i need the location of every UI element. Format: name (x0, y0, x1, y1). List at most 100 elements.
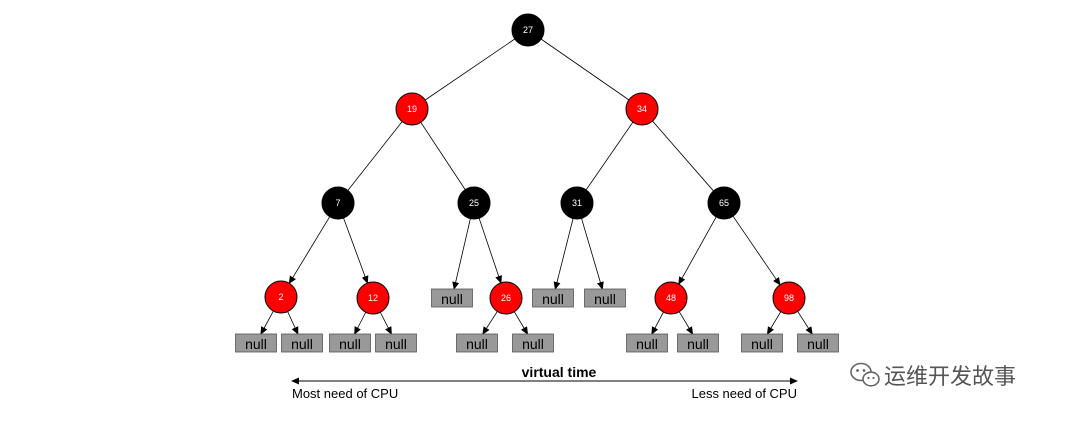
null-leaf: null (375, 333, 417, 353)
null-box (797, 333, 839, 353)
node-label: 34 (637, 104, 647, 114)
node-circle (489, 281, 523, 315)
null-leaf: null (329, 333, 371, 353)
edge-n27-n19 (424, 38, 516, 101)
node-circle (264, 280, 298, 314)
tree-node-98: 98 (772, 281, 806, 315)
edge-n2-null2L (260, 310, 274, 335)
node-circle (457, 186, 491, 220)
edge-n2-null2R (287, 311, 299, 335)
node-label: 98 (784, 293, 794, 303)
node-label: 27 (523, 25, 533, 35)
node-circle (654, 281, 688, 315)
null-box (375, 333, 417, 353)
null-box (235, 333, 277, 353)
edge-n48-null48L (651, 311, 664, 335)
null-leaf: null (456, 333, 498, 353)
null-label: null (751, 336, 773, 352)
null-box (741, 333, 783, 353)
null-leaf: null (584, 288, 626, 308)
null-leaf: null (677, 333, 719, 353)
null-label: null (245, 336, 267, 352)
tree-node-12: 12 (356, 281, 390, 315)
null-label: null (385, 336, 407, 352)
null-leaf: null (235, 333, 277, 353)
node-label: 12 (368, 293, 378, 303)
null-leaf: null (532, 288, 574, 308)
node-circle (560, 186, 594, 220)
null-label: null (542, 291, 564, 307)
axis-left-label: Most need of CPU (292, 386, 398, 401)
null-box (431, 288, 473, 308)
null-label: null (636, 336, 658, 352)
null-box (512, 333, 554, 353)
null-box (532, 288, 574, 308)
null-label: null (594, 291, 616, 307)
tree-node-7: 7 (321, 186, 355, 220)
null-box (677, 333, 719, 353)
node-circle (707, 186, 741, 220)
tree-node-2: 2 (264, 280, 298, 314)
node-label: 65 (719, 198, 729, 208)
axis-right-label: Less need of CPU (691, 386, 797, 401)
axis-title: virtual time (522, 364, 597, 380)
edge-n26-null26L (482, 311, 498, 335)
edge-n19-n7 (347, 121, 403, 191)
edge-n12-null12R (379, 312, 392, 335)
node-circle (625, 92, 659, 126)
node-circle (395, 92, 429, 126)
null-box (626, 333, 668, 353)
node-label: 19 (407, 104, 417, 114)
tree-node-26: 26 (489, 281, 523, 315)
edge-n26-null26R (513, 311, 529, 335)
node-label: 31 (572, 198, 582, 208)
null-box (329, 333, 371, 353)
edges (260, 38, 813, 335)
tree-node-34: 34 (625, 92, 659, 126)
node-circle (511, 13, 545, 47)
tree-node-65: 65 (707, 186, 741, 220)
edge-n98-null98L (766, 311, 782, 335)
edge-n27-n34 (540, 38, 630, 101)
node-label: 48 (666, 293, 676, 303)
null-leaf: null (512, 333, 554, 353)
edge-n25-n26 (478, 218, 502, 284)
edge-n34-n65 (652, 120, 714, 192)
tree-node-25: 25 (457, 186, 491, 220)
null-leaf: null (431, 288, 473, 308)
watermark: 运维开发故事 (850, 362, 1016, 390)
node-label: 2 (278, 292, 283, 302)
edge-n34-n31 (585, 121, 634, 191)
edge-n12-null12L (354, 312, 367, 335)
null-label: null (522, 336, 544, 352)
node-circle (321, 186, 355, 220)
node-label: 26 (501, 293, 511, 303)
node-circle (356, 281, 390, 315)
null-leaf: null (281, 333, 323, 353)
watermark-text: 运维开发故事 (884, 365, 1016, 390)
tree-node-27: 27 (511, 13, 545, 47)
null-label: null (441, 291, 463, 307)
null-label: null (687, 336, 709, 352)
null-leaf: null (626, 333, 668, 353)
tree-node-48: 48 (654, 281, 688, 315)
null-box (456, 333, 498, 353)
edge-n48-null48R (678, 311, 694, 335)
node-label: 25 (469, 198, 479, 208)
edge-n65-n48 (678, 216, 717, 285)
wechat-icon (850, 362, 880, 387)
edge-n65-n98 (732, 215, 781, 286)
edge-n98-null98R (797, 311, 813, 335)
edge-n31-null31L (553, 218, 574, 290)
node-circle (772, 281, 806, 315)
edge-n25-null25L (452, 218, 471, 290)
null-box (281, 333, 323, 353)
tree-node-19: 19 (395, 92, 429, 126)
edge-n31-null31R (581, 218, 604, 290)
edge-n7-n2 (288, 216, 331, 285)
null-label: null (807, 336, 829, 352)
edge-n7-n12 (343, 217, 369, 284)
